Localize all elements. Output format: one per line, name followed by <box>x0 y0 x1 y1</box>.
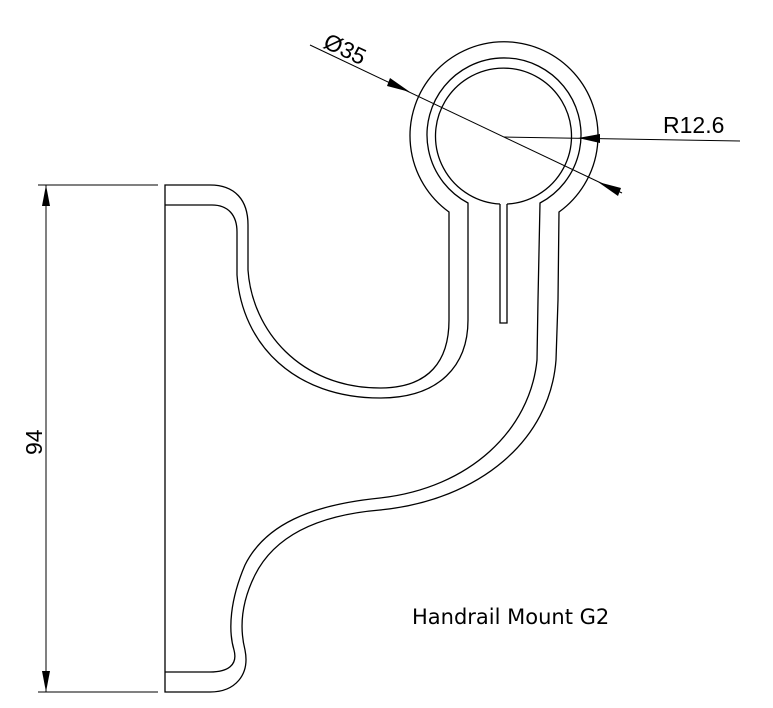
height-label: 94 <box>21 429 47 455</box>
arrow-left-icon <box>578 134 600 143</box>
radius-leader <box>503 136 741 142</box>
arrow-up-icon <box>42 185 50 206</box>
bracket-inner-profile <box>165 57 582 673</box>
height-dimension: 94 <box>21 184 158 693</box>
diameter-label: Ø35 <box>320 28 370 70</box>
radius-dimension: R12.6 <box>503 112 741 143</box>
diameter-leader <box>309 44 623 194</box>
ring-bore <box>434 67 573 205</box>
arrow-down-icon <box>42 671 50 692</box>
arrow-icon <box>598 182 621 196</box>
clamp-slot <box>499 204 508 324</box>
bracket-outer-profile <box>164 41 599 693</box>
diameter-dimension: Ø35 <box>309 28 623 196</box>
arrow-icon <box>387 78 410 92</box>
radius-label: R12.6 <box>663 112 724 138</box>
drawing-title: Handrail Mount G2 <box>412 605 610 629</box>
bracket-outline <box>164 41 599 693</box>
